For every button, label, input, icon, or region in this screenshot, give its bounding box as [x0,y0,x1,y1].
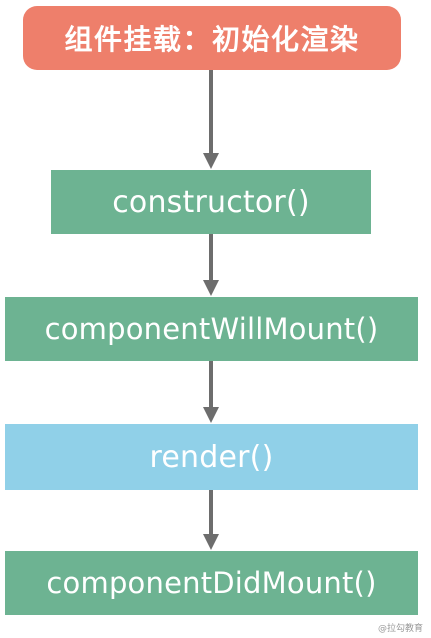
arrow-render-to-didmount [203,490,219,550]
arrow-constructor-to-willmount [203,234,219,296]
step-component-did-mount: componentDidMount() [5,551,418,615]
diagram-title: 组件挂载：初始化渲染 [23,6,401,70]
arrow-willmount-to-render [203,361,219,423]
step-render: render() [5,424,418,490]
arrow-title-to-constructor [203,70,219,169]
step-constructor: constructor() [51,170,371,234]
watermark: @拉勾教育 [377,624,423,634]
step-component-will-mount: componentWillMount() [5,297,418,361]
